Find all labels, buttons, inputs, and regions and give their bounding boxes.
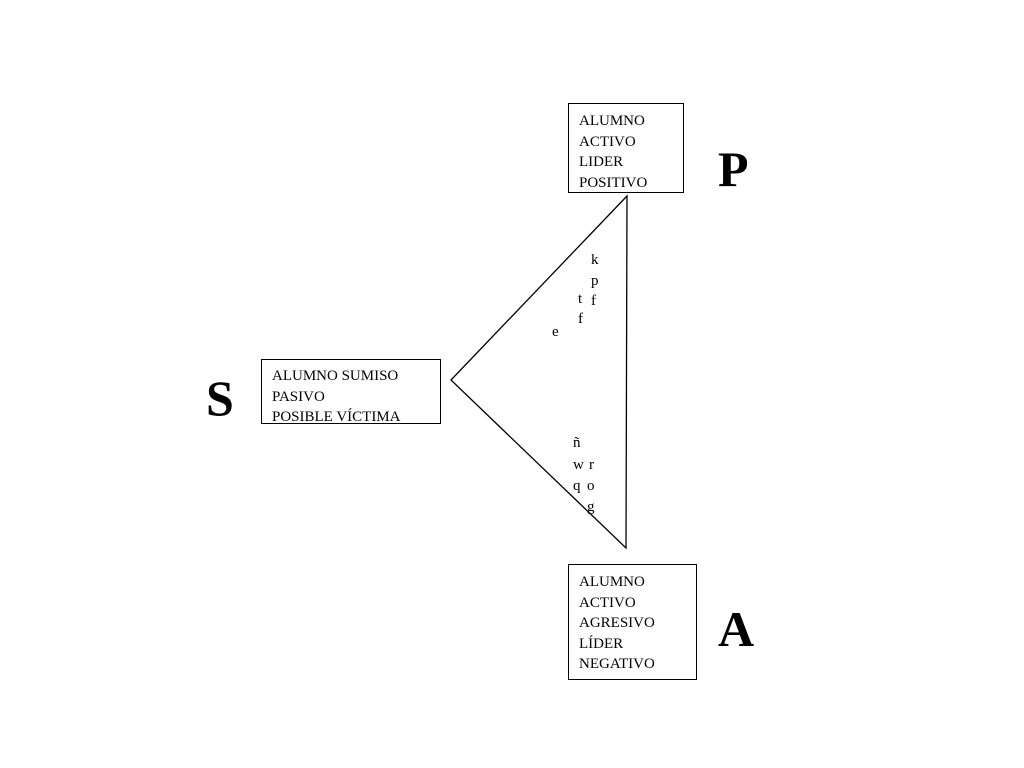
lower-edge-glyph: q [573, 478, 581, 494]
node-text-line: ALUMNO [579, 113, 645, 129]
node-text-line: ACTIVO [579, 594, 636, 611]
upper-edge-glyph: p [591, 273, 599, 289]
upper-edge-glyph: e [552, 324, 559, 340]
upper-edge-glyph: k [591, 252, 599, 268]
upper-edge-glyph: t [578, 291, 583, 307]
node-text-line: NEGATIVO [579, 656, 655, 672]
node-box-submissive: ALUMNO SUMISO PASIVO POSIBLE VÍCTIMA [261, 359, 441, 424]
lower-edge-glyph: w [573, 457, 584, 473]
node-text-line: ACTIVO [579, 133, 636, 150]
node-text-line: LÍDER [579, 635, 624, 652]
node-text-line: LIDER [579, 154, 624, 170]
node-box-aggressive-leader: ALUMNO ACTIVO AGRESIVO LÍDER NEGATIVO [568, 564, 697, 680]
node-text-line: AGRESIVO [579, 615, 655, 631]
lower-edge-glyph: o [587, 478, 595, 494]
node-text-line: POSIBLE VÍCTIMA [272, 409, 401, 424]
node-letter-s: S [206, 370, 234, 426]
lower-edge-glyph: r [589, 457, 594, 473]
node-box-positive-leader: ALUMNO ACTIVO LIDER POSITIVO [568, 103, 684, 193]
node-text-line: POSITIVO [579, 174, 648, 191]
upper-edge-glyph: f [578, 311, 583, 327]
node-text-line: ALUMNO [579, 574, 645, 590]
node-letter-p: P [718, 141, 749, 197]
upper-edge-glyph: f [591, 293, 596, 309]
lower-edge-glyph: g [587, 499, 595, 515]
lower-edge-glyph: ñ [573, 435, 581, 451]
node-text-line: ALUMNO SUMISO [272, 368, 399, 384]
triangle-shape [450, 194, 628, 550]
node-letter-a: A [718, 601, 755, 657]
node-text-line: PASIVO [272, 388, 325, 405]
